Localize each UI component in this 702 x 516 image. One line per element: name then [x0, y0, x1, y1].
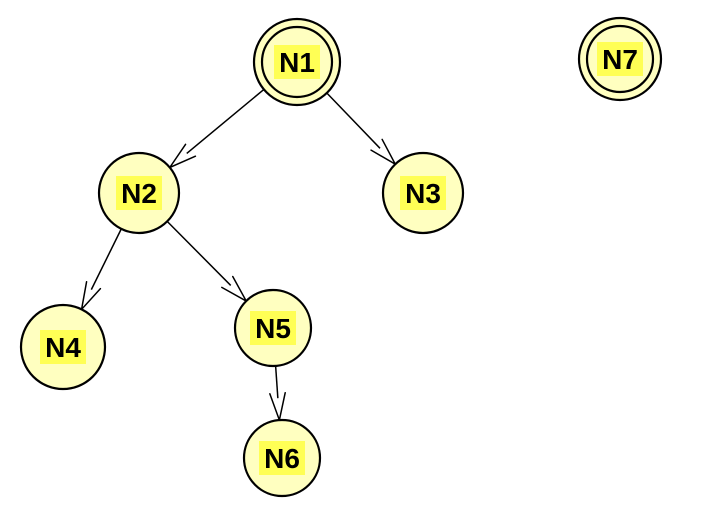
node-label-highlight [116, 176, 162, 210]
node-label-highlight [400, 176, 446, 210]
edge-N5-N6 [269, 365, 286, 423]
node-N1: N1 [252, 17, 342, 107]
edge-layer [80, 88, 398, 423]
edge-line [274, 365, 279, 399]
node-N4: N4 [19, 303, 107, 391]
node-label: N6 [264, 443, 300, 474]
arrowhead-icon [167, 143, 197, 170]
node-label: N5 [255, 313, 291, 344]
edge-N1-N2 [167, 88, 265, 170]
node-label-highlight [274, 45, 320, 79]
node-N2: N2 [97, 151, 181, 235]
node-N7: N7 [577, 16, 663, 102]
node-label: N4 [45, 332, 81, 363]
node-N6: N6 [242, 418, 322, 498]
node-N5: N5 [233, 288, 313, 368]
edge-line [90, 228, 122, 290]
edge-N1-N3 [326, 92, 398, 167]
edge-line [326, 92, 381, 149]
node-label-highlight [250, 311, 296, 345]
node-label-highlight [40, 330, 86, 364]
node-inner-ring [585, 24, 655, 94]
edge-N2-N5 [166, 220, 249, 303]
node-label-highlight [259, 441, 305, 475]
node-label-highlight [597, 42, 643, 76]
node-label: N7 [602, 44, 638, 75]
arrowhead-icon [80, 281, 102, 312]
node-label: N2 [121, 178, 157, 209]
edge-N2-N4 [80, 228, 122, 312]
node-label: N1 [279, 47, 315, 78]
node-N3: N3 [381, 151, 465, 235]
node-inner-ring [260, 25, 334, 99]
node-label: N3 [405, 178, 441, 209]
edge-line [166, 220, 232, 286]
edge-line [186, 88, 265, 155]
